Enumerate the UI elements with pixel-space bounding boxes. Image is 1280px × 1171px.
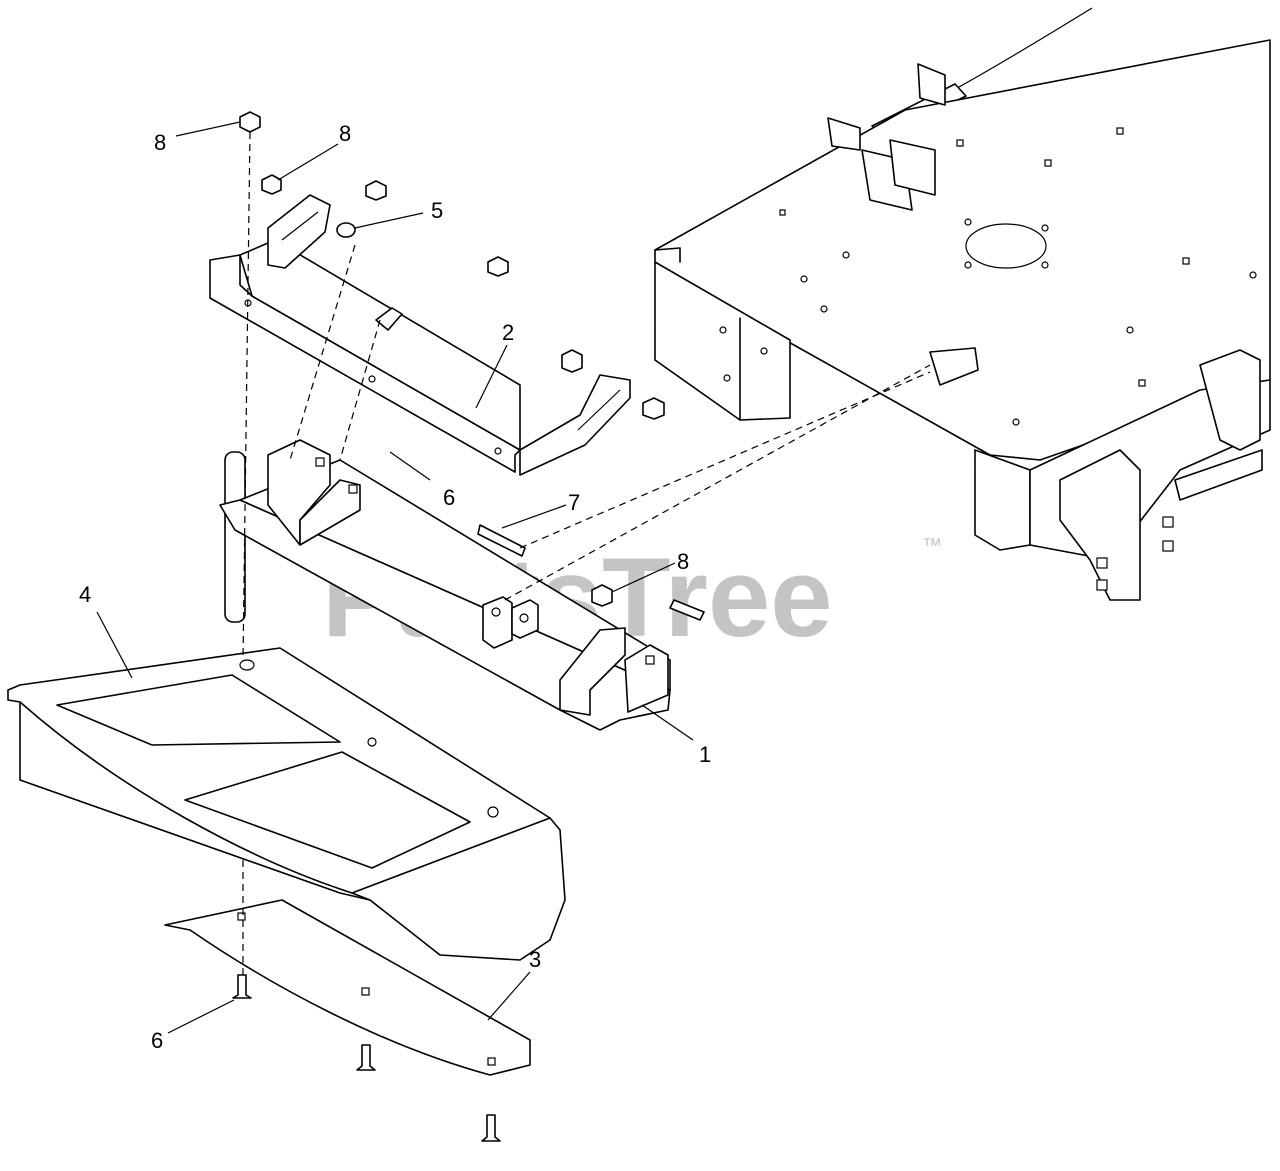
nut-8-top bbox=[261, 174, 282, 195]
washer-5 bbox=[336, 222, 356, 238]
callouts: 8 8 5 2 6 7 8 4 1 3 6 bbox=[79, 121, 711, 1053]
bottom-bolts bbox=[232, 974, 501, 1142]
channel-1-hitch-tab-a bbox=[482, 596, 513, 649]
callout-8-mid: 8 bbox=[677, 549, 689, 574]
nut-8-mid bbox=[591, 584, 613, 607]
foot-plate-fold bbox=[351, 817, 551, 894]
frame-rear-bracket bbox=[1199, 349, 1261, 451]
callout-6-bottom: 6 bbox=[151, 1028, 163, 1053]
part-3-skid-plate bbox=[164, 899, 531, 1076]
frame-tab-4 bbox=[917, 63, 946, 106]
frame-front-face bbox=[654, 261, 791, 421]
part-2-mount-bracket bbox=[209, 194, 631, 476]
nut-8-top-left bbox=[239, 111, 261, 133]
callout-8-top: 8 bbox=[339, 121, 351, 146]
frame-pivot-bracket bbox=[1059, 449, 1141, 601]
foot-plate-tread-right bbox=[184, 751, 471, 869]
channel-1-left-ear-2 bbox=[299, 479, 361, 546]
pin-7 bbox=[477, 524, 526, 557]
mower-frame bbox=[654, 7, 1271, 601]
frame-corner bbox=[654, 247, 681, 263]
channel-1-right-tab bbox=[624, 644, 669, 713]
leader-lines bbox=[96, 121, 694, 1034]
bolt-right bbox=[669, 599, 705, 621]
callout-7: 7 bbox=[568, 490, 580, 515]
frame-hitch-tab bbox=[929, 347, 979, 386]
skid-plate-body bbox=[164, 899, 531, 1076]
bracket-2-right-ear bbox=[519, 374, 631, 476]
bracket-2-left-ear bbox=[267, 194, 331, 269]
control-cable bbox=[949, 7, 1093, 93]
part-1-channel-frame bbox=[219, 439, 671, 731]
pin-6-mid bbox=[375, 307, 403, 331]
frame-tab-1 bbox=[827, 117, 861, 151]
channel-1-right-ear bbox=[559, 627, 626, 716]
bolt-bottom-low bbox=[481, 1114, 501, 1142]
frame-tab-3 bbox=[889, 139, 936, 196]
vertical-post bbox=[224, 451, 246, 623]
watermark-trademark: ™ bbox=[922, 535, 942, 557]
hardware-nuts bbox=[239, 111, 665, 607]
bracket-2-top bbox=[239, 239, 521, 451]
bushing-bracket bbox=[561, 349, 583, 373]
frame-arm bbox=[1174, 449, 1263, 501]
hardware-pins bbox=[224, 307, 705, 623]
part-4-foot-plate bbox=[7, 647, 566, 961]
assembly-lines bbox=[242, 131, 931, 975]
frame-center-opening bbox=[965, 223, 1047, 269]
callout-2: 2 bbox=[502, 320, 514, 345]
nut-bracket bbox=[487, 256, 509, 277]
foot-plate-tread-left bbox=[56, 674, 341, 746]
callout-3: 3 bbox=[529, 947, 541, 972]
callout-1: 1 bbox=[699, 742, 711, 767]
callout-5: 5 bbox=[431, 198, 443, 223]
frame-holes bbox=[719, 127, 1257, 426]
foot-plate-front-edge bbox=[19, 701, 371, 901]
frame-lower-body bbox=[974, 449, 1031, 551]
callout-6-mid: 6 bbox=[443, 485, 455, 510]
nut-right bbox=[642, 397, 665, 420]
nut-upper bbox=[365, 180, 387, 201]
bolt-bottom-mid bbox=[356, 1044, 376, 1071]
callout-8-top-left: 8 bbox=[154, 130, 166, 155]
bolt-6-bottom bbox=[232, 974, 252, 999]
callout-4: 4 bbox=[79, 582, 91, 607]
